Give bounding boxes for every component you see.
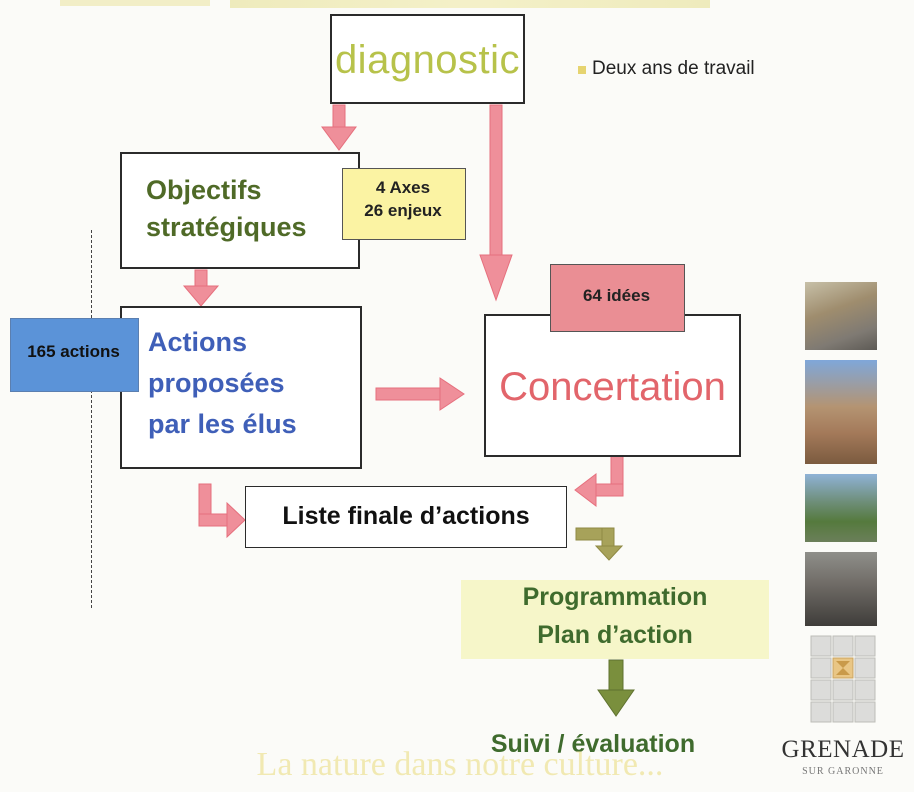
suivi-label: Suivi / évaluation (490, 730, 696, 758)
programmation-box (461, 580, 769, 659)
arrow-programmation-to-suivi (597, 659, 635, 717)
diagnostic-label: diagnostic (334, 38, 521, 82)
arrow-liste-to-programmation (575, 527, 624, 561)
objectifs-box (120, 152, 360, 269)
top-decoration-band (230, 0, 710, 8)
liste-label: Liste finale d’actions (282, 502, 530, 530)
actions-box (120, 306, 362, 469)
photo-arcade-image (805, 552, 877, 626)
photo-street-image (805, 282, 877, 350)
programmation-line-2: Plan d’action (537, 621, 693, 649)
diagnostic-box (330, 14, 525, 104)
arrow-diag-to-concertation (479, 104, 513, 302)
idees-badge (550, 264, 685, 332)
footer-slogan: La nature dans notre culture... (256, 746, 664, 783)
actions-label: Actions proposées par les élus (148, 322, 297, 445)
actions-line-2: proposées (148, 368, 285, 398)
photo-garden-image (805, 474, 877, 542)
dotted-separator (91, 230, 92, 608)
logo-mosaic-icon (810, 635, 876, 723)
actions-line-3: par les élus (148, 409, 297, 439)
logo-title: GRENADE (781, 736, 905, 763)
duration-note: Deux ans de travail (592, 58, 755, 79)
axes-line-1: 4 Axes (375, 178, 431, 197)
photo-church-image (805, 360, 877, 464)
concertation-label: Concertation (499, 365, 726, 409)
liste-box (245, 486, 567, 548)
logo-subtitle: SUR GARONNE (802, 766, 884, 777)
arrow-objectifs-to-actions (182, 269, 220, 307)
note-bullet-icon (578, 66, 586, 74)
axes-badge (342, 168, 466, 240)
objectifs-line-2: stratégiques (146, 212, 307, 242)
arrow-concertation-to-liste (574, 449, 624, 508)
idees-label: 64 idées (582, 286, 651, 305)
actions-line-1: Actions (148, 327, 248, 357)
arrow-diag-to-objectifs (321, 104, 357, 151)
programmation-label: Programmation Plan d’action (461, 578, 769, 654)
axes-line-2: 26 enjeux (364, 201, 442, 220)
axes-label: 4 Axes 26 enjeux (342, 176, 464, 222)
actions-count-label: 165 actions (27, 342, 120, 361)
actions-count-badge (10, 318, 139, 392)
arrow-actions-to-concertation (375, 377, 465, 411)
programmation-line-1: Programmation (522, 583, 708, 611)
objectifs-line-1: Objectifs (146, 175, 262, 205)
arrow-actions-to-liste (198, 483, 246, 539)
top-decoration-left (60, 0, 210, 6)
objectifs-label: Objectifs stratégiques (146, 172, 307, 246)
